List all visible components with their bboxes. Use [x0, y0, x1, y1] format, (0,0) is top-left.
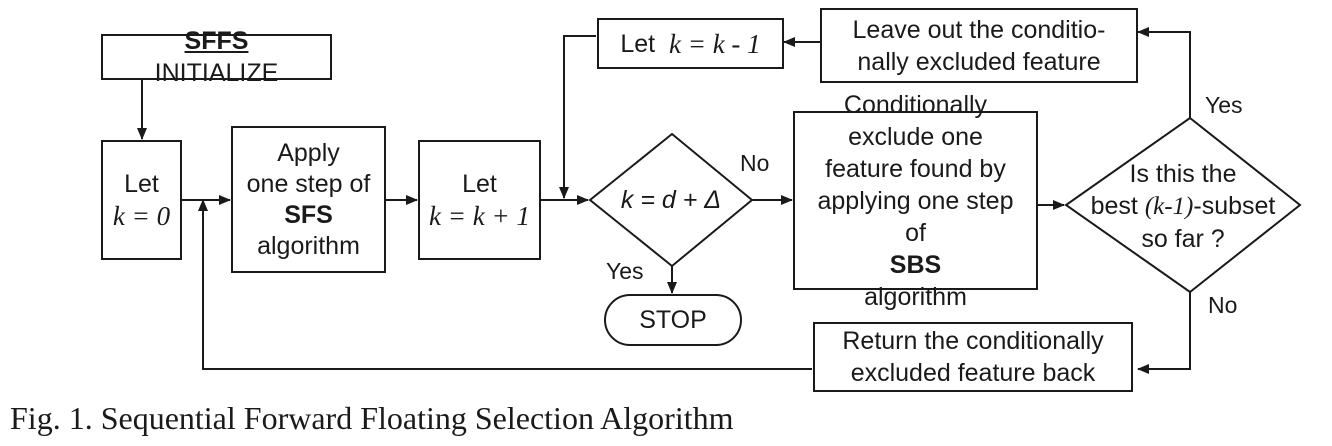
return-box: Return the conditionally excluded featur… — [813, 322, 1133, 392]
best-line2-pre: best — [1090, 192, 1145, 220]
stop-label: STOP — [639, 305, 707, 334]
return-line1: Return the conditionally — [842, 327, 1104, 355]
best-line2-math: (k-1) — [1144, 193, 1194, 220]
decision-k-no-label: No — [740, 150, 770, 176]
sfs-line1: Apply — [277, 138, 340, 167]
sfs-line2: one step of — [246, 169, 371, 198]
let-kminus-pre: Let — [620, 29, 669, 58]
decision-best-yes-label: Yes — [1205, 92, 1243, 118]
leave-out-line1: Leave out the conditio- — [852, 15, 1106, 44]
decision-best-no-label: No — [1208, 292, 1238, 318]
let-kminus-box: Let k = k - 1 — [597, 18, 784, 69]
let-kplus-line2: k = k + 1 — [429, 201, 530, 231]
exclude-line1: Conditionally — [843, 90, 988, 119]
exclude-line4: applying one step — [817, 186, 1014, 215]
figure-caption: Fig. 1. Sequential Forward Floating Sele… — [10, 400, 734, 436]
exclude-line5-pre: of — [905, 218, 926, 247]
let-kminus-math: k = k - 1 — [668, 28, 761, 59]
init-box: SFFS INITIALIZE — [101, 27, 332, 87]
let-k0-box: Let k = 0 — [101, 140, 182, 260]
init-rest: INITIALIZE — [154, 59, 279, 87]
sfs-line4: algorithm — [257, 231, 360, 260]
exclude-line3: feature found by — [825, 154, 1006, 183]
let-k0-line1: Let — [124, 170, 159, 198]
arrow-kminus-to-decision — [559, 35, 596, 199]
best-line3: so far ? — [1141, 225, 1225, 253]
arrow-best-yes-to-leaveout — [1137, 27, 1191, 118]
sfs-line3: SFS — [284, 200, 333, 229]
leave-out-line2: nally excluded feature — [857, 47, 1101, 76]
return-line2: excluded feature back — [850, 359, 1096, 387]
let-k0-line2: k = 0 — [112, 201, 171, 231]
decision-k-text: k = d + Δ — [620, 186, 722, 214]
decision-k-yes-label: Yes — [606, 258, 644, 284]
decision-diamond-best — [1064, 116, 1302, 294]
best-line2-post: -subset — [1193, 192, 1276, 220]
arrow-return-to-sfs — [198, 199, 812, 370]
exclude-line5-post: algorithm — [864, 282, 967, 311]
stop-terminal: STOP — [604, 294, 742, 346]
init-name: SFFS — [184, 27, 249, 55]
let-kplus-box: Let k = k + 1 — [418, 140, 541, 260]
decision-best-text: Is this the best (k-1)-subset so far ? — [1070, 158, 1296, 255]
arrow-best-no-to-return — [1137, 292, 1191, 374]
exclude-line5-bold: SBS — [889, 250, 942, 279]
exclude-line2: exclude one — [848, 122, 983, 151]
decision-diamond-k — [588, 132, 754, 268]
let-kplus-line1: Let — [462, 170, 497, 198]
leave-out-box: Leave out the conditio- nally excluded f… — [820, 8, 1138, 83]
sfs-step-box: Apply one step of SFS algorithm — [231, 126, 386, 273]
exclude-box: Conditionally exclude one feature found … — [793, 91, 1038, 311]
best-line1: Is this the — [1129, 160, 1237, 188]
